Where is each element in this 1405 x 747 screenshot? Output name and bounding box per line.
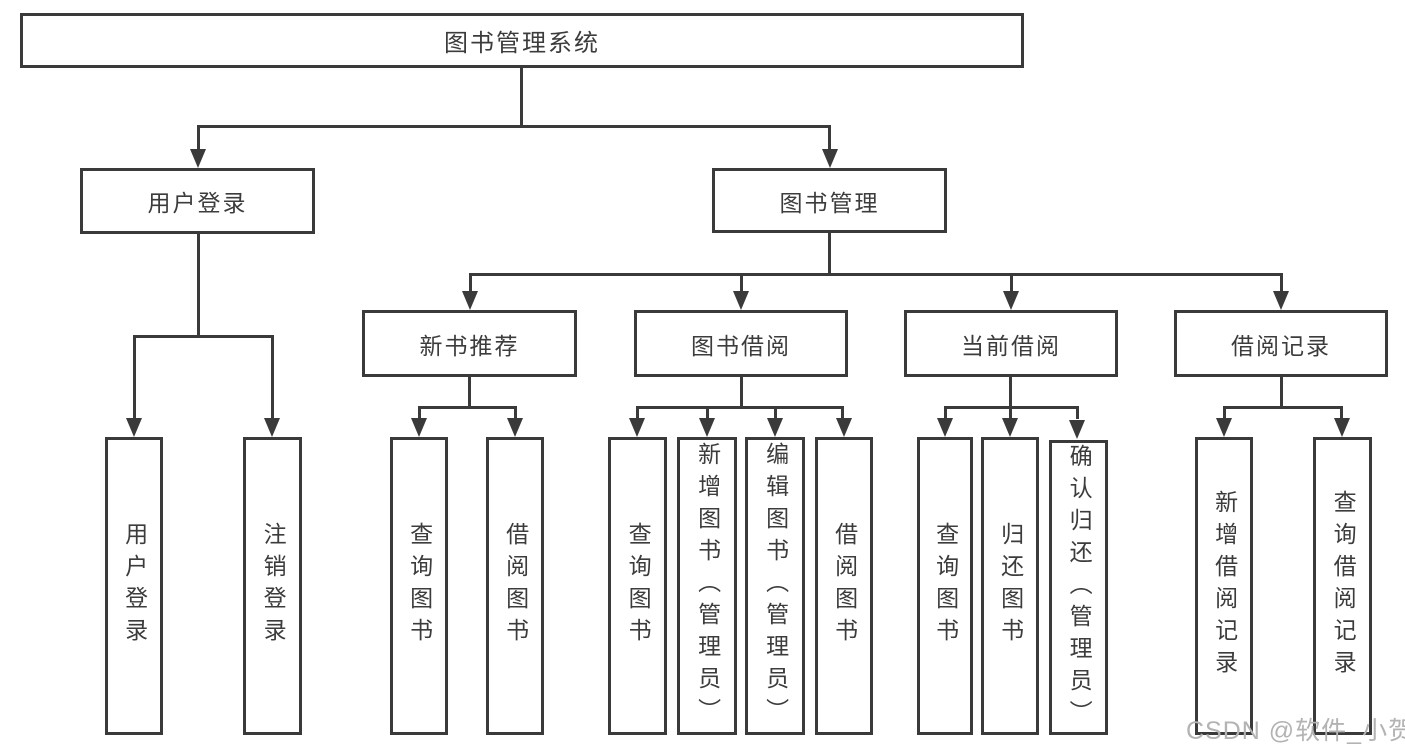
leaf-add-book-admin-label: 新增图书（管理员） (694, 442, 721, 730)
connector (1009, 406, 1012, 419)
connector (418, 406, 421, 419)
arrowhead-down (190, 149, 206, 168)
connector (1223, 406, 1343, 409)
leaf-logout-label: 注销登录 (260, 522, 287, 650)
connector (841, 406, 844, 419)
leaf-edit-book-admin: 编辑图书（管理员） (745, 437, 805, 735)
connector (133, 335, 274, 338)
node-current-borrow-label: 当前借阅 (961, 332, 1061, 359)
connector (1280, 377, 1283, 406)
leaf-return-books-label: 归还图书 (997, 522, 1024, 650)
node-user-login-label: 用户登录 (147, 190, 248, 216)
arrowhead-down (1216, 418, 1232, 437)
connector (740, 377, 743, 406)
leaf-add-borrow-record-label: 新增借阅记录 (1211, 490, 1238, 682)
leaf-query-books-borrow-label: 查询图书 (625, 522, 652, 650)
connector (197, 125, 200, 150)
leaf-confirm-return-admin: 确认归还（管理员） (1049, 440, 1108, 735)
leaf-borrow-books-recommend: 借阅图书 (486, 437, 544, 735)
connector (1010, 273, 1013, 293)
leaf-edit-book-admin-label: 编辑图书（管理员） (762, 442, 789, 730)
arrowhead-down (507, 418, 523, 437)
arrowhead-down (264, 418, 280, 437)
connector (1223, 406, 1226, 419)
leaf-add-borrow-record: 新增借阅记录 (1195, 437, 1253, 735)
node-user-login: 用户登录 (80, 168, 315, 234)
leaf-borrow-books-recommend-label: 借阅图书 (502, 522, 529, 650)
connector (197, 125, 831, 128)
node-new-book-recommend: 新书推荐 (362, 310, 577, 377)
node-book-mgmt: 图书管理 (712, 168, 947, 233)
connector (520, 68, 523, 128)
leaf-query-books-borrow: 查询图书 (608, 437, 667, 735)
connector (469, 273, 1283, 276)
node-book-borrow-label: 图书借阅 (691, 332, 791, 359)
arrowhead-down (411, 418, 427, 437)
leaf-query-borrow-record: 查询借阅记录 (1313, 437, 1372, 735)
leaf-query-books-current-label: 查询图书 (932, 522, 959, 650)
leaf-borrow-books: 借阅图书 (815, 437, 873, 735)
connector (828, 233, 831, 275)
leaf-query-books-recommend-label: 查询图书 (406, 522, 433, 650)
arrowhead-down (462, 291, 478, 310)
arrowhead-down (836, 418, 852, 437)
node-current-borrow: 当前借阅 (904, 310, 1118, 377)
arrowhead-down (629, 418, 645, 437)
connector (197, 234, 200, 335)
arrowhead-down (1273, 291, 1289, 310)
node-borrow-records: 借阅记录 (1174, 310, 1388, 377)
connector (636, 406, 844, 409)
node-root: 图书管理系统 (20, 13, 1024, 68)
node-book-borrow: 图书借阅 (634, 310, 848, 377)
arrowhead-down (126, 418, 142, 437)
arrowhead-down (1334, 418, 1350, 437)
connector (1340, 406, 1343, 419)
connector (271, 335, 274, 419)
node-book-mgmt-label: 图书管理 (779, 189, 880, 216)
connector (1009, 377, 1012, 406)
leaf-user-login-label: 用户登录 (121, 522, 148, 650)
leaf-logout: 注销登录 (243, 437, 302, 735)
arrowhead-down (733, 291, 749, 310)
leaf-query-borrow-record-label: 查询借阅记录 (1330, 490, 1357, 682)
connector (418, 406, 515, 409)
node-borrow-records-label: 借阅记录 (1231, 332, 1331, 359)
connector (944, 406, 947, 419)
node-root-label: 图书管理系统 (444, 30, 600, 57)
node-new-book-recommend-label: 新书推荐 (419, 332, 520, 359)
arrowhead-down (937, 418, 953, 437)
connector (828, 125, 831, 150)
arrowhead-down (1003, 291, 1019, 310)
leaf-query-books-current: 查询图书 (917, 437, 973, 735)
connector (133, 335, 136, 419)
arrowhead-down (767, 418, 783, 437)
leaf-query-books-recommend: 查询图书 (390, 437, 448, 735)
leaf-add-book-admin: 新增图书（管理员） (677, 437, 737, 735)
arrowhead-down (1002, 418, 1018, 437)
connector (774, 406, 777, 419)
connector (636, 406, 639, 419)
connector (468, 377, 471, 406)
csdn-watermark: CSDN @软件_小贺同学 (1186, 717, 1405, 745)
arrowhead-down (822, 149, 838, 168)
leaf-confirm-return-admin-label: 确认归还（管理员） (1066, 443, 1093, 732)
connector (1076, 406, 1079, 419)
connector (706, 406, 709, 419)
connector (469, 273, 472, 293)
leaf-borrow-books-label: 借阅图书 (831, 522, 858, 650)
connector (740, 273, 743, 293)
leaf-return-books: 归还图书 (981, 437, 1039, 735)
arrowhead-down (699, 418, 715, 437)
leaf-user-login: 用户登录 (105, 437, 163, 735)
connector (514, 406, 517, 419)
arrowhead-down (1069, 420, 1085, 439)
connector (1280, 273, 1283, 293)
